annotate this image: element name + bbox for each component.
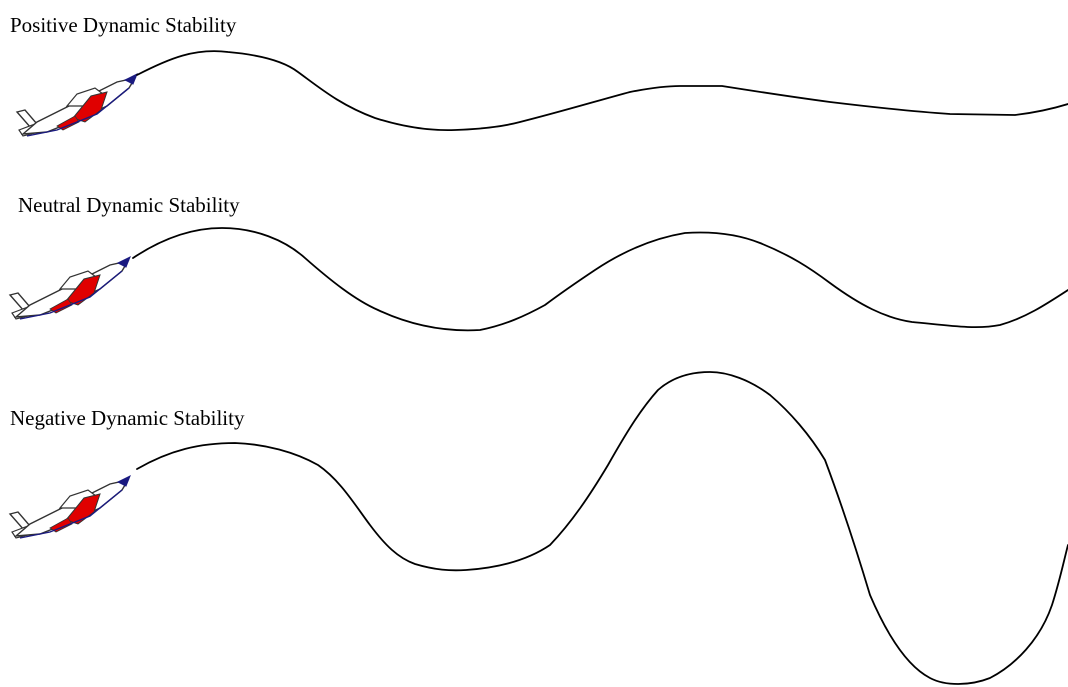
airplane-icon-negative xyxy=(9,475,131,539)
positive-stability-curve xyxy=(136,50,1068,132)
airplane-icon-positive xyxy=(16,73,138,137)
airplane-icon-neutral xyxy=(9,256,131,320)
neutral-stability-curve xyxy=(132,227,1068,332)
negative-stability-curve xyxy=(136,371,1068,685)
positive-dynamic-stability-label: Positive Dynamic Stability xyxy=(10,13,237,37)
negative-dynamic-stability-label: Negative Dynamic Stability xyxy=(10,406,245,430)
neutral-dynamic-stability-label: Neutral Dynamic Stability xyxy=(18,193,240,217)
